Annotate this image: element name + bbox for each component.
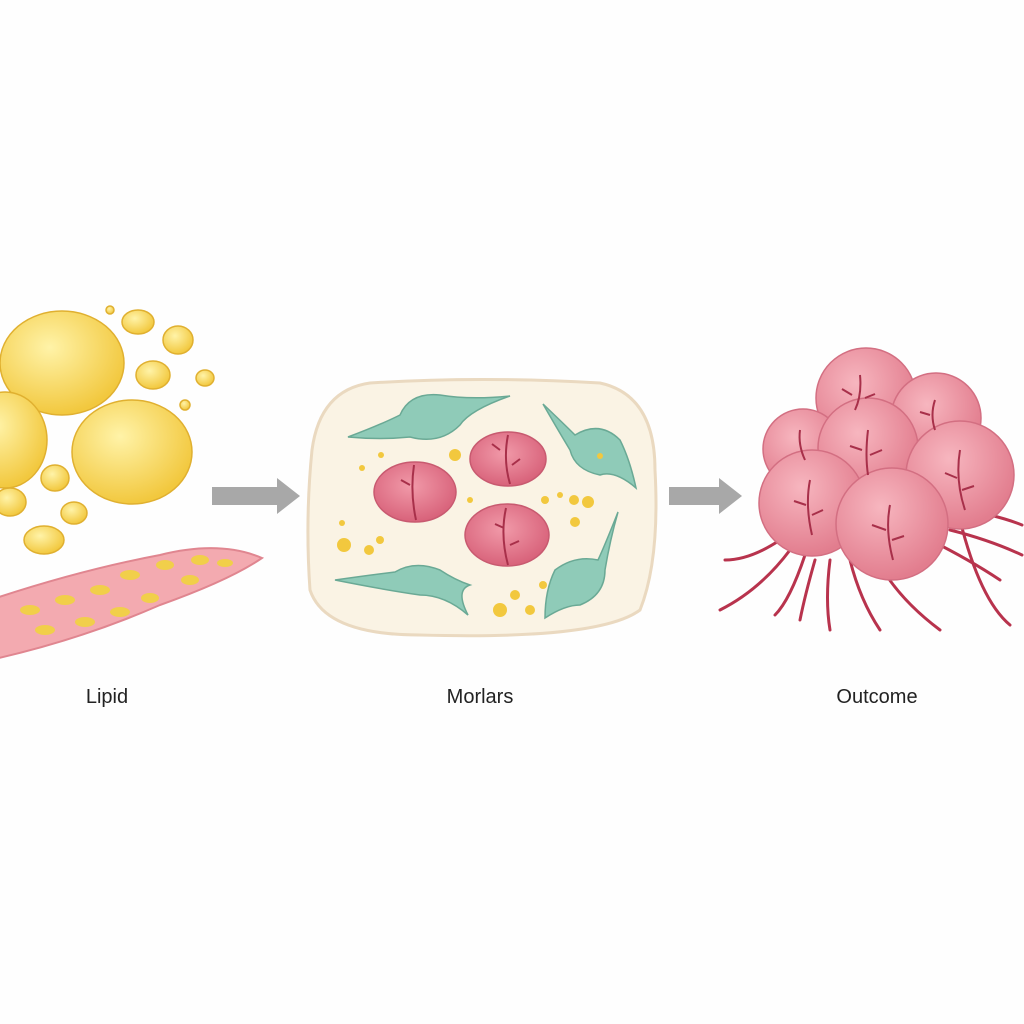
arrow-icon <box>212 478 300 514</box>
teal-cells <box>334 393 638 620</box>
red-cells <box>373 431 550 567</box>
tissue-illustration <box>306 378 658 638</box>
outcome-illustration <box>718 347 1024 632</box>
cell-cluster <box>758 347 1015 581</box>
arrow-icon <box>669 478 742 514</box>
stage-label-morlars: Morlars <box>446 686 514 708</box>
blood-vessel <box>0 547 265 659</box>
lipid-illustration <box>0 305 265 659</box>
lipid-droplets <box>0 305 215 555</box>
tissue-patch <box>306 378 658 638</box>
stage-label-outcome: Outcome <box>836 686 918 708</box>
stage-label-lipid: Lipid <box>85 686 129 708</box>
